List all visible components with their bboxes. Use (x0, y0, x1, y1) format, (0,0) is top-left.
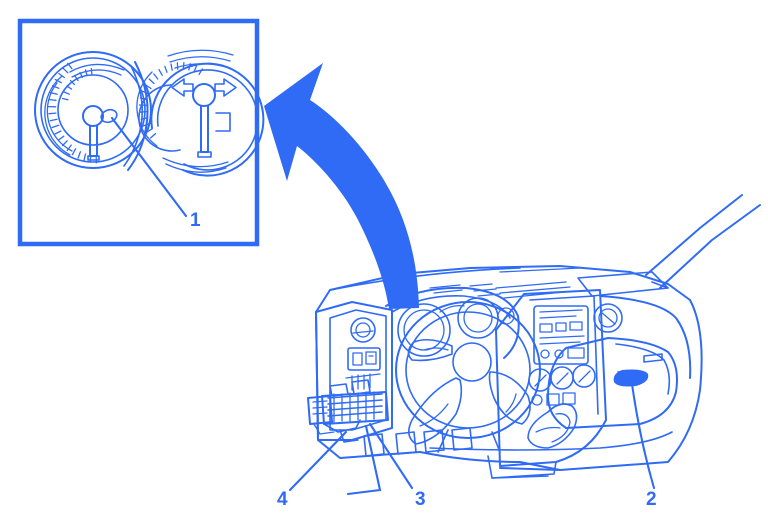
zoom-pointer-arrow (264, 63, 419, 309)
a-pillar (645, 194, 761, 289)
cluster-indicator-target (100, 108, 118, 124)
callouts: 4 3 2 (277, 382, 657, 510)
callout-1-leader (110, 116, 188, 218)
fuse-block (307, 379, 389, 443)
hvac-controls (528, 364, 596, 392)
center-console (495, 289, 623, 467)
gear-shifter (527, 403, 578, 449)
callout-4-leader (288, 430, 348, 492)
gauge-speedometer (34, 51, 152, 171)
callout-4-label: 4 (277, 489, 288, 510)
callout-3-leader (368, 422, 414, 490)
gauge-arrow-left (171, 78, 194, 97)
defroster-vents (429, 281, 575, 299)
gauge-tachometer (136, 49, 265, 177)
vehicle-dashboard (307, 194, 761, 479)
aux-switches (531, 392, 576, 406)
terminal-strip (345, 373, 381, 391)
inset-border (17, 18, 260, 247)
inset-detail-panel: 1 (17, 18, 265, 247)
lower-dash-edge (419, 451, 561, 479)
callout-3-leader-secondary (346, 424, 382, 496)
callout-2-label: 2 (646, 489, 657, 510)
radio-head-unit (533, 305, 589, 365)
gauge-arrow-right (214, 78, 237, 97)
left-end-panel (315, 301, 393, 441)
glove-box-handle (613, 369, 649, 387)
side-air-vent (593, 303, 623, 333)
callout-2-leader (630, 382, 656, 490)
callout-1-label: 1 (190, 210, 201, 231)
passenger-trim-panel (577, 271, 669, 297)
callout-3-label: 3 (415, 489, 426, 510)
